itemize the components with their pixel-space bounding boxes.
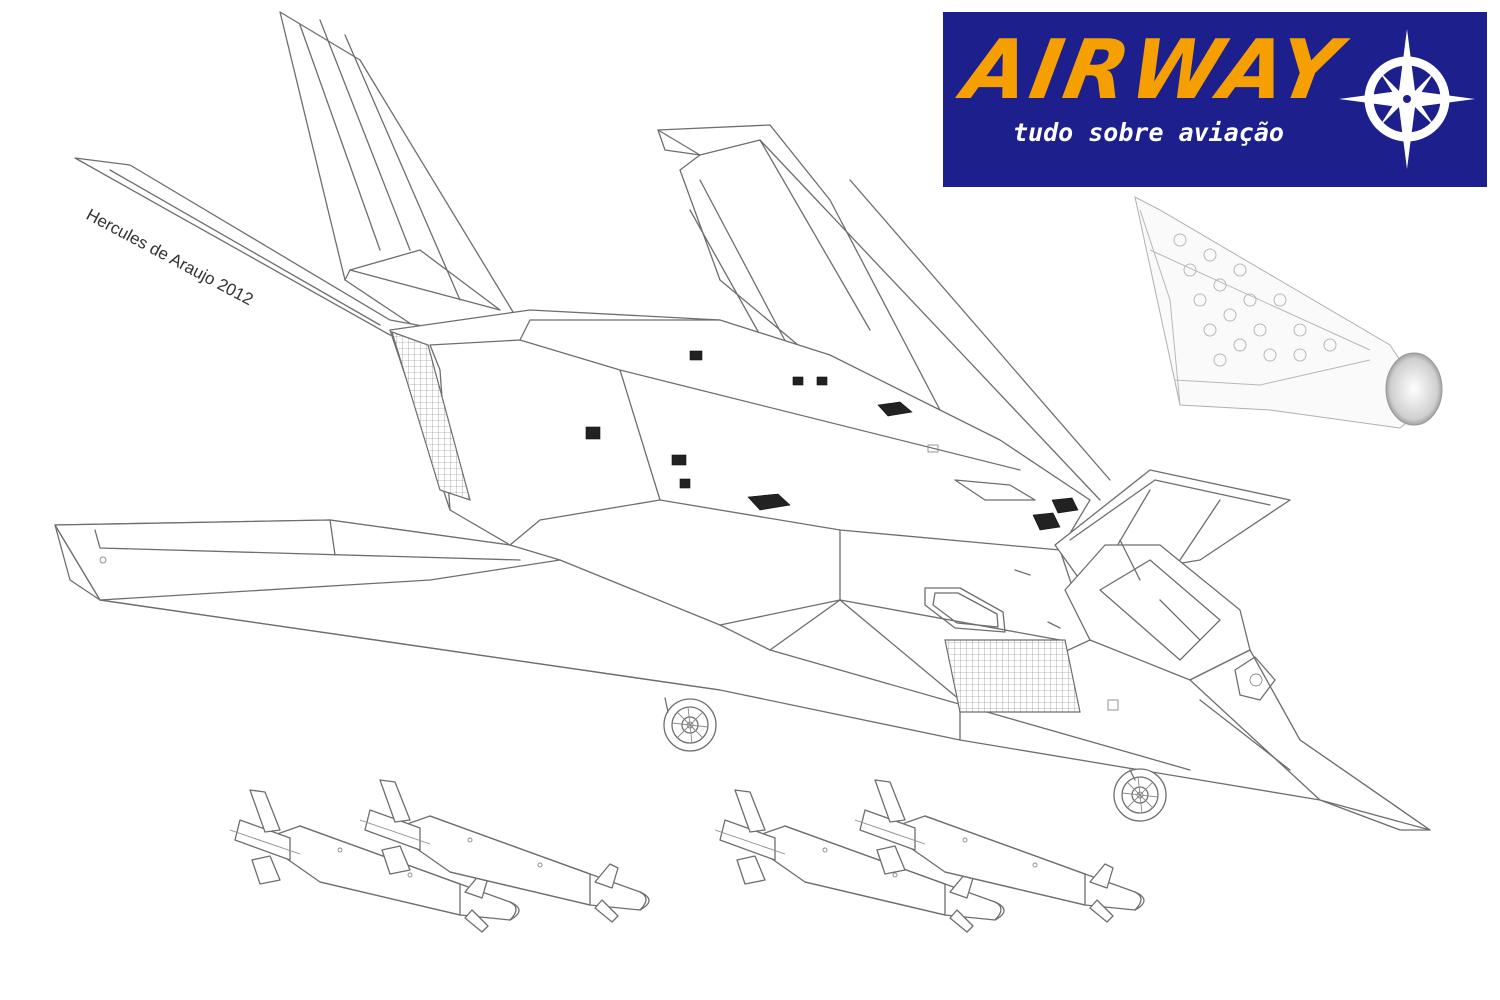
compass-rose-icon — [1339, 29, 1475, 169]
bomb-icon — [229, 779, 1145, 933]
logo-wordmark: AIRWAY — [956, 23, 1350, 118]
airway-logo: AIRWAY tudo sobre aviação — [943, 12, 1487, 187]
exhaust-nozzle-icon — [1134, 196, 1443, 429]
logo-tagline: tudo sobre aviação — [1013, 118, 1284, 147]
aircraft-icon — [54, 11, 1431, 831]
